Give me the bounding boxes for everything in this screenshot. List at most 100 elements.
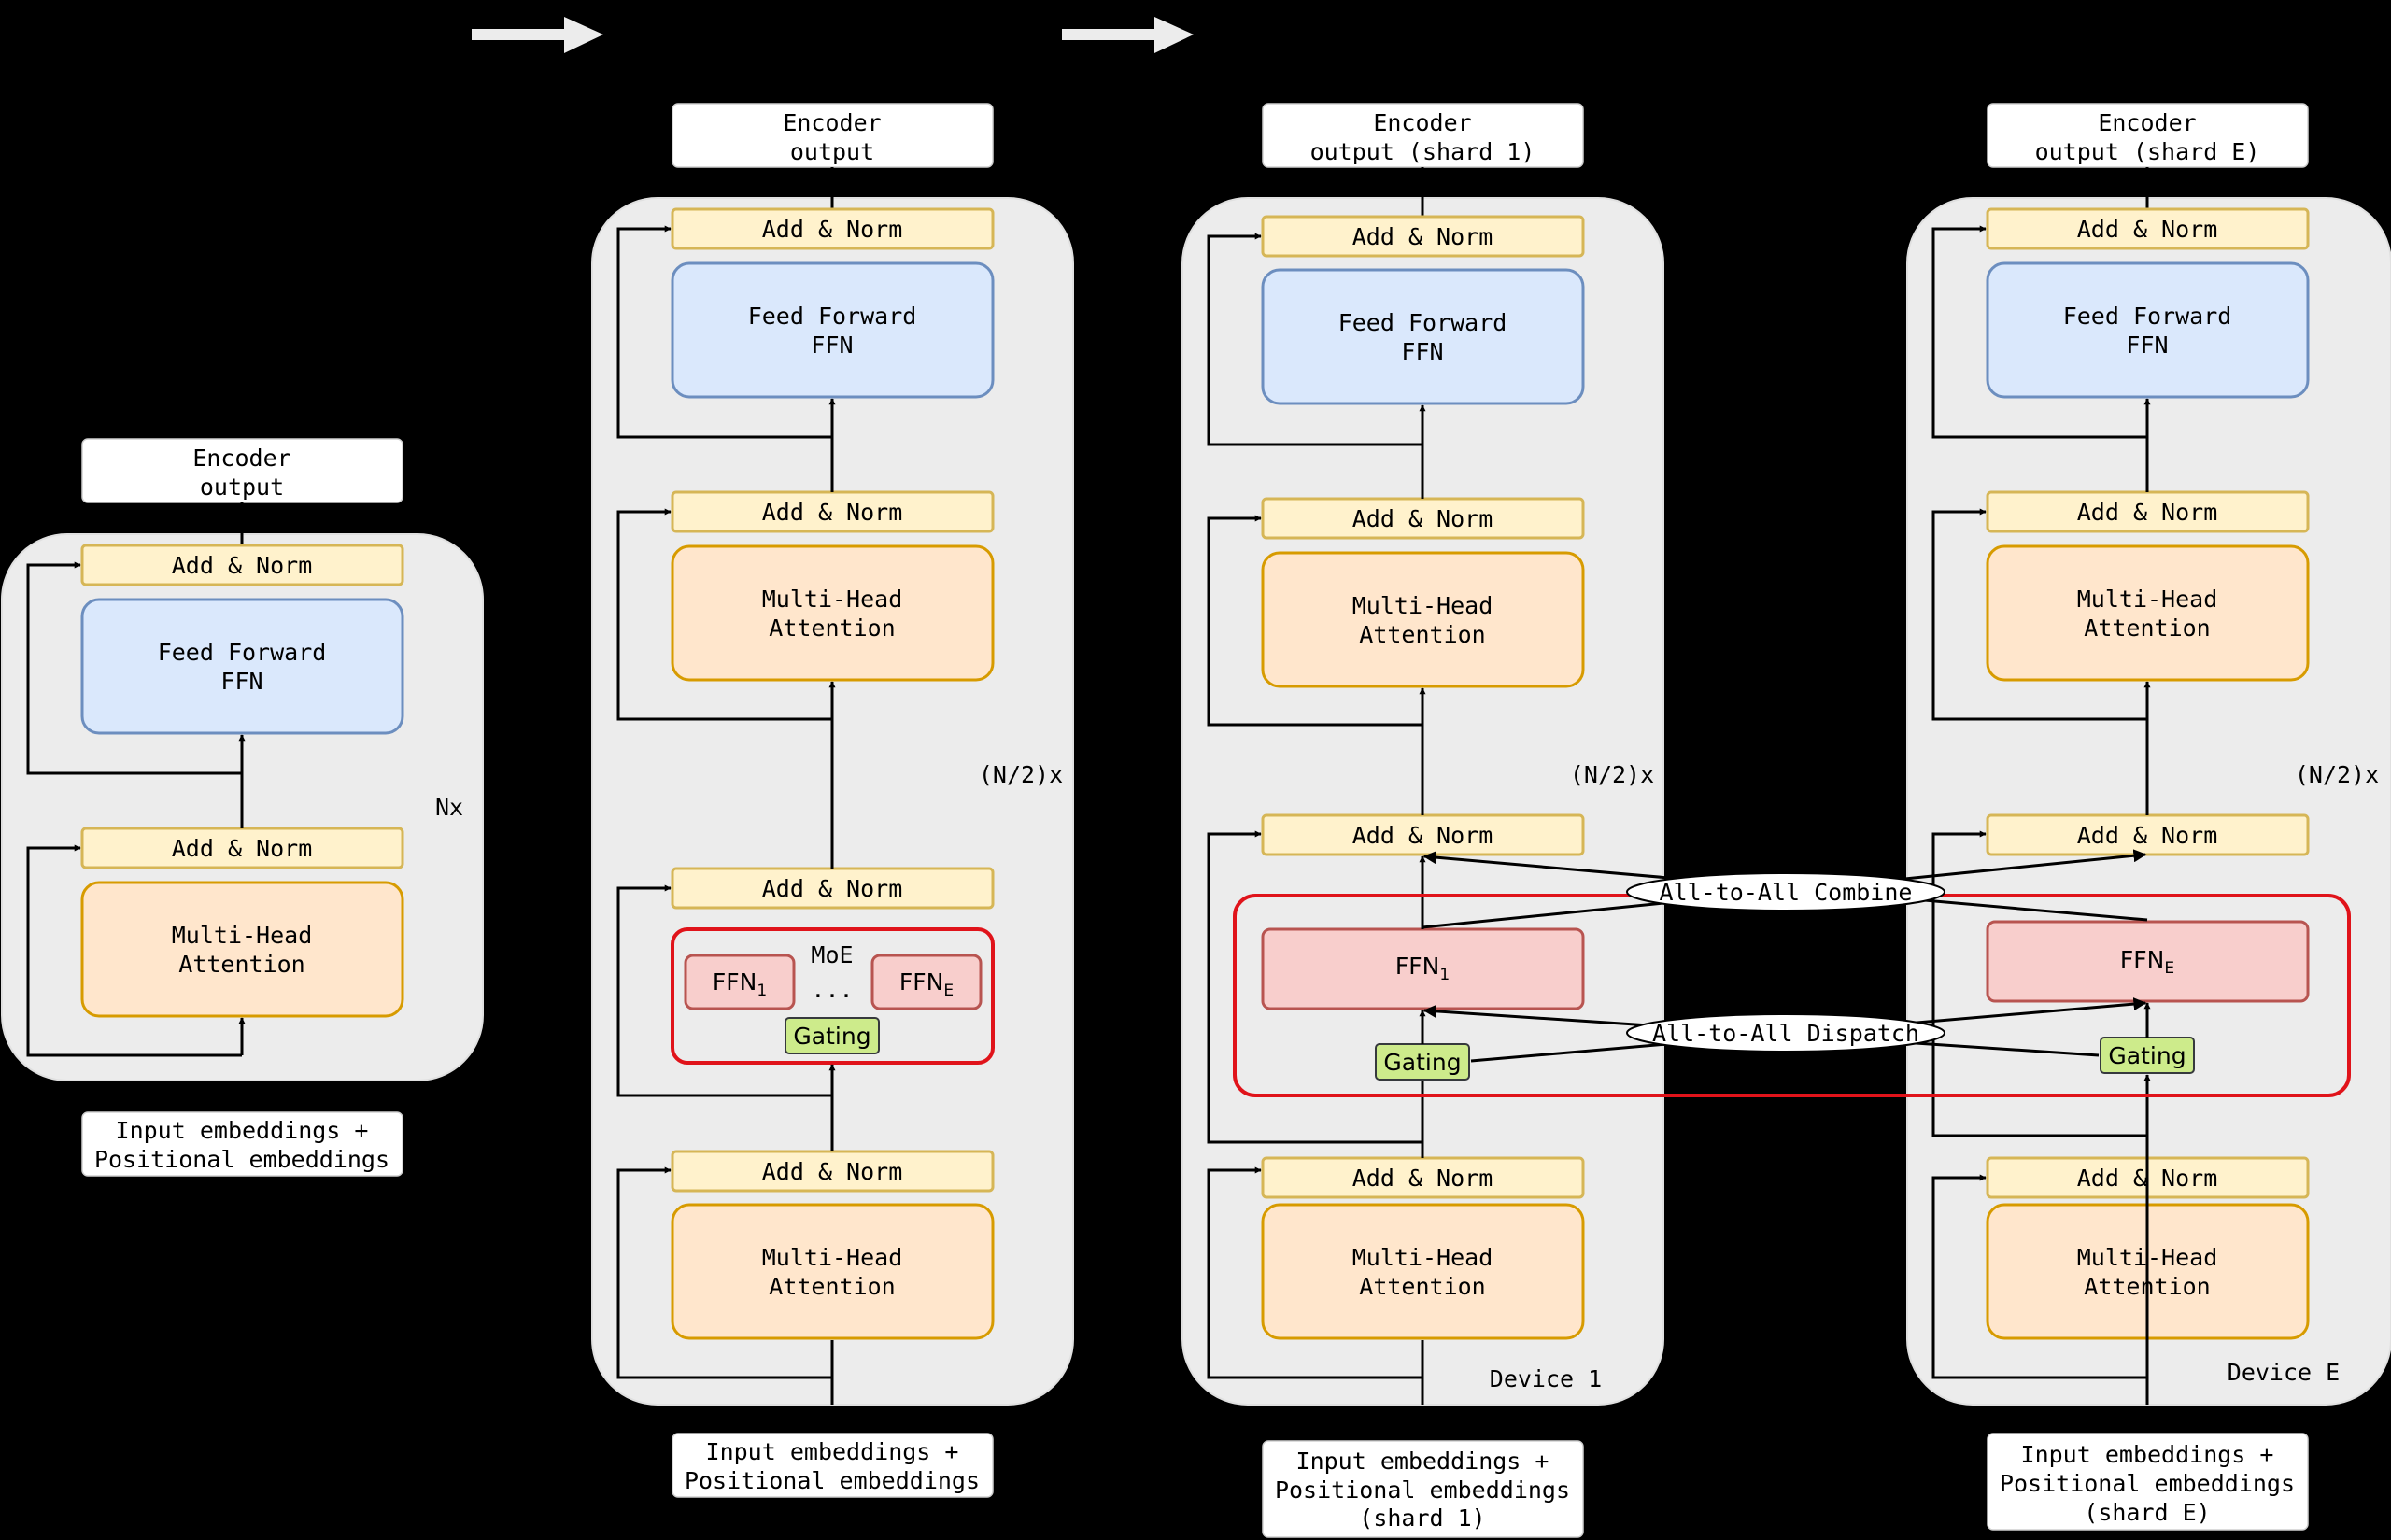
add-norm-attn-upper-label: Add & Norm — [2077, 499, 2218, 526]
add-norm-ffn-label: Add & Norm — [1352, 223, 1493, 250]
ffn-label-line-1: Feed Forward — [748, 303, 917, 330]
attn-lower-line-2: Attention — [769, 1273, 895, 1300]
cross-device-moe: All-to-All Combine All-to-All Dispatch — [1233, 849, 2351, 1097]
multi-head-attention-lower — [1261, 1203, 1585, 1340]
encoder-output-line-1: Encoder — [783, 109, 881, 136]
input-label-line-3: (shard E) — [2084, 1499, 2210, 1526]
add-norm-top-label: Add & Norm — [172, 552, 313, 579]
transition-arrow-2 — [1062, 17, 1194, 53]
gating-label: Gating — [793, 1023, 870, 1050]
multi-head-attention-lower — [671, 1203, 995, 1340]
ffn-label-line-2: FFN — [220, 668, 262, 695]
multi-head-attention-upper — [671, 544, 995, 682]
repeat-label: (N/2)x — [2295, 761, 2379, 788]
attn-upper-line-1: Multi-Head — [762, 586, 903, 613]
encoder-output-line-1: Encoder — [192, 445, 290, 472]
feed-forward-box — [80, 598, 404, 735]
device-1-diagram: Encoder output (shard 1) Add & Norm Feed… — [1181, 103, 1664, 1538]
input-label-line-2: Positional embeddings — [1275, 1476, 1570, 1504]
attn-upper-line-2: Attention — [769, 615, 895, 642]
gating-label: Gating — [2108, 1042, 2186, 1069]
attn-lower-line-1: Multi-Head — [1352, 1244, 1493, 1271]
all-to-all-dispatch-badge — [1626, 1013, 1945, 1053]
device-label: Device E — [2228, 1359, 2340, 1386]
add-norm-top — [80, 544, 404, 586]
feed-forward-box — [1261, 268, 1585, 405]
dense-encoder-diagram: Encoder output Add & Norm Feed Forward F… — [1, 438, 484, 1177]
input-label-line-1: Input embeddings + — [2021, 1441, 2274, 1468]
expert-ffn-e — [870, 954, 983, 1010]
input-label-line-2: Positional embeddings — [94, 1146, 389, 1173]
add-norm-moe-label: Add & Norm — [762, 875, 903, 902]
multi-head-attention-box — [80, 881, 404, 1018]
encoder-output-line-2: output — [200, 473, 284, 501]
input-embeddings-box — [1262, 1440, 1584, 1538]
repeat-label: Nx — [435, 794, 463, 821]
add-norm-moe-label: Add & Norm — [1352, 822, 1493, 849]
expert-ffn-e-label: FFNE — [899, 968, 954, 1000]
expert-ffn-1-label: FFN1 — [713, 968, 767, 1000]
add-norm-attn-lower-label: Add & Norm — [1352, 1165, 1493, 1192]
ffn-label-line-2: FFN — [811, 332, 853, 359]
add-norm-attn-upper-label: Add & Norm — [1352, 505, 1493, 532]
transition-arrow-1 — [472, 17, 603, 53]
add-norm-ffn-label: Add & Norm — [762, 216, 903, 243]
device-e-diagram: Encoder output (shard E) Add & Norm Feed… — [1906, 103, 2391, 1531]
input-embeddings-box — [81, 1111, 403, 1177]
input-embeddings-box — [1987, 1433, 2309, 1531]
encoder-output-line-1: Encoder — [2098, 109, 2196, 136]
input-label-line-1: Input embeddings + — [706, 1438, 959, 1465]
encoder-output-line-2: output — [790, 138, 874, 165]
add-norm-ffn — [1986, 207, 2310, 250]
add-norm-attn-upper-label: Add & Norm — [762, 499, 903, 526]
encoder-output-line-2: output (shard E) — [2035, 138, 2260, 165]
moe-encoder-diagram: Encoder output Add & Norm Feed Forward F… — [591, 103, 1074, 1498]
moe-layer-outline — [671, 927, 995, 1065]
attn-lower-line-2: Attention — [1359, 1273, 1485, 1300]
encoder-output-line-2: output (shard 1) — [1310, 138, 1535, 165]
add-norm-ffn — [1261, 215, 1585, 258]
input-label-line-2: Positional embeddings — [2000, 1470, 2295, 1497]
moe-label: MoE — [811, 941, 853, 968]
all-to-all-combine-badge — [1626, 872, 1945, 911]
repeat-label: (N/2)x — [1570, 761, 1654, 788]
multi-head-attention-upper — [1986, 544, 2310, 682]
all-to-all-combine-label: All-to-All Combine — [1660, 879, 1913, 906]
expert-ffn-1 — [684, 954, 796, 1010]
attn-upper-line-1: Multi-Head — [2077, 586, 2218, 613]
ffn-label-line-1: Feed Forward — [2063, 303, 2232, 330]
input-embeddings-box — [672, 1433, 994, 1498]
attn-upper-line-2: Attention — [1359, 621, 1485, 648]
add-norm-attn-lower-label: Add & Norm — [762, 1158, 903, 1185]
attn-label-line-1: Multi-Head — [172, 922, 313, 949]
device-label: Device 1 — [1490, 1365, 1602, 1392]
input-label-line-2: Positional embeddings — [685, 1467, 980, 1494]
ffn-label-line-1: Feed Forward — [158, 639, 327, 666]
attn-lower-line-1: Multi-Head — [762, 1244, 903, 1271]
ffn-label-line-2: FFN — [1401, 338, 1443, 365]
input-label-line-1: Input embeddings + — [116, 1117, 369, 1144]
encoder-output-line-1: Encoder — [1373, 109, 1471, 136]
experts-ellipsis: ... — [811, 976, 853, 1003]
add-norm-bottom-label: Add & Norm — [172, 835, 313, 862]
gating-label: Gating — [1383, 1049, 1461, 1076]
add-norm-ffn — [671, 207, 995, 250]
input-label-line-3: (shard 1) — [1359, 1505, 1485, 1532]
all-to-all-dispatch-label: All-to-All Dispatch — [1652, 1020, 1919, 1047]
attn-label-line-2: Attention — [178, 951, 304, 978]
add-norm-ffn-label: Add & Norm — [2077, 216, 2218, 243]
ffn-label-line-1: Feed Forward — [1338, 309, 1507, 336]
feed-forward-box — [671, 261, 995, 399]
expert-ffn-1-label: FFN1 — [1395, 953, 1450, 984]
multi-head-attention-upper — [1261, 551, 1585, 688]
attn-upper-line-1: Multi-Head — [1352, 592, 1493, 619]
gating-box — [785, 1017, 880, 1054]
repeat-label: (N/2)x — [979, 761, 1063, 788]
attn-upper-line-2: Attention — [2084, 615, 2210, 642]
add-norm-moe-label: Add & Norm — [2077, 822, 2218, 849]
input-label-line-1: Input embeddings + — [1296, 1448, 1549, 1475]
ffn-label-line-2: FFN — [2126, 332, 2168, 359]
feed-forward-box — [1986, 261, 2310, 399]
expert-ffn-e — [1986, 920, 2310, 1003]
